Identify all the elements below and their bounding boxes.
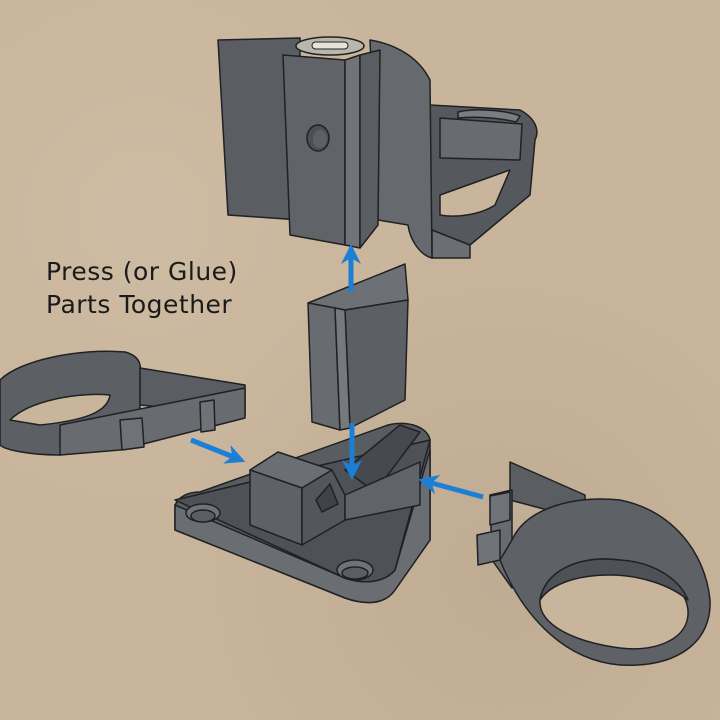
arrow-right-icon xyxy=(190,437,246,464)
instruction-caption: Press (or Glue) Parts Together xyxy=(46,255,238,321)
center-block-part xyxy=(307,263,409,431)
right-ring-arm-part xyxy=(476,461,711,666)
caption-line-2: Parts Together xyxy=(46,290,233,319)
arrow-left-icon xyxy=(418,474,484,500)
assembly-arrows xyxy=(190,244,484,500)
caption-line-1: Press (or Glue) xyxy=(46,257,238,286)
base-plate-part xyxy=(174,422,431,604)
top-clamp-part xyxy=(217,36,538,259)
left-ring-arm-part xyxy=(0,350,246,456)
